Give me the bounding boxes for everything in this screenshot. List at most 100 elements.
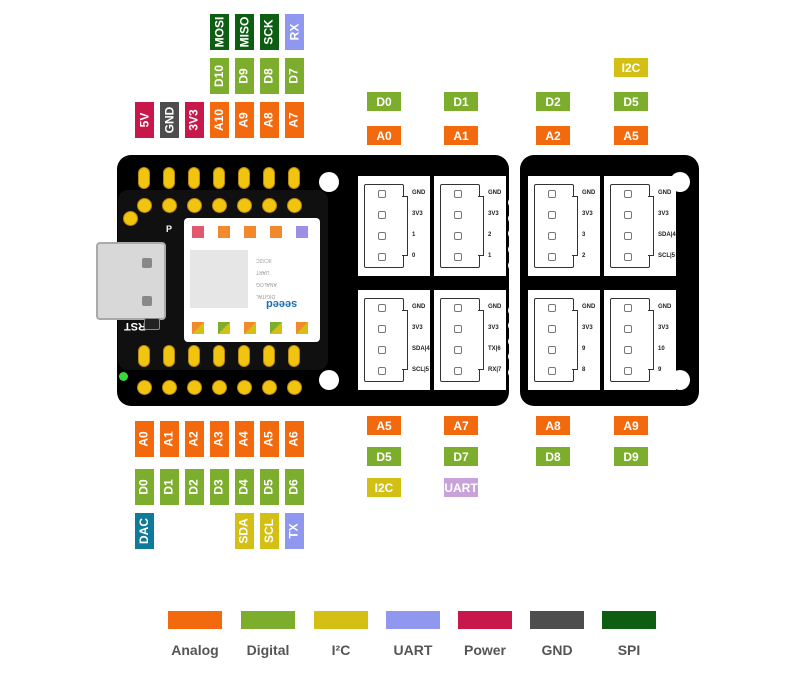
header-pin-bottom <box>188 345 200 367</box>
grove-pad <box>454 232 462 240</box>
pin-label-a10: A10 <box>209 102 229 138</box>
legend-swatch-i-c <box>314 611 368 629</box>
grove-tag-d2: D2 <box>536 92 570 111</box>
grove-tag-d7: D7 <box>444 447 478 466</box>
grove-pin-label: 3V3 <box>658 211 669 217</box>
grove-tag-i2c: I2C <box>367 478 401 497</box>
silk-square <box>192 322 204 334</box>
legend-swatch-spi <box>602 611 656 629</box>
grove-pin-label: GND <box>488 304 502 310</box>
grove-pad <box>454 367 462 375</box>
header-pad-bottom <box>136 380 152 395</box>
grove-latch <box>478 196 484 256</box>
grove-pad <box>378 367 386 375</box>
pin-label-a1: A1 <box>159 421 179 457</box>
power-led <box>123 211 138 226</box>
grove-pad <box>378 304 386 312</box>
grove-pin-label: GND <box>582 190 596 196</box>
pin-label-text: A1 <box>162 431 176 447</box>
pin-label-text: MOSI <box>212 16 227 48</box>
header-pin-top <box>163 167 175 189</box>
pin-label-sck: SCK <box>259 14 279 50</box>
header-pin-top <box>188 167 200 189</box>
bridge-hole <box>508 228 519 239</box>
grove-tag-d1: D1 <box>444 92 478 111</box>
grove-pin-label: 3 <box>582 232 586 238</box>
grove-pad <box>454 346 462 354</box>
rst-label: RST <box>124 320 146 332</box>
pin-label-text: D0 <box>137 479 151 495</box>
header-pin-bottom <box>288 345 300 367</box>
header-pin-top <box>238 167 250 189</box>
legend-swatch-analog <box>168 611 222 629</box>
pin-label-text: D8 <box>262 68 276 84</box>
header-pin-top <box>288 167 300 189</box>
grove-tag-a5: A5 <box>614 126 648 145</box>
pin-label-text: A5 <box>262 431 276 447</box>
grove-pin-label: GND <box>412 304 426 310</box>
pin-label-text: D2 <box>187 479 201 495</box>
legend-label-analog: Analog <box>171 642 219 658</box>
grove-pin-label: 3V3 <box>412 325 423 331</box>
pin-label-text: GND <box>162 106 177 134</box>
grove-pin-label: 3V3 <box>412 211 423 217</box>
pin-label-sda: SDA <box>234 513 254 549</box>
bridge-hole <box>508 351 519 362</box>
grove-pad <box>548 253 556 261</box>
bridge-hole <box>508 213 519 224</box>
status-led <box>119 372 128 381</box>
pin-label-text: SCK <box>262 19 276 45</box>
grove-pad <box>624 325 632 333</box>
pin-label-mosi: MOSI <box>209 14 229 50</box>
pin-label-a3: A3 <box>209 421 229 457</box>
bridge-hole <box>508 244 519 255</box>
silk-text: IIC/I2C <box>256 257 272 263</box>
header-pad-bottom <box>186 380 202 395</box>
header-pad-bottom <box>286 380 302 395</box>
chip-area: DIGITAL ANALOG UART IIC/I2C seeed <box>184 218 320 342</box>
grove-latch <box>648 196 654 256</box>
silk-square-analog <box>218 226 230 238</box>
pin-label-text: D9 <box>237 68 251 84</box>
grove-latch <box>572 310 578 370</box>
grove-latch <box>402 196 408 256</box>
chip <box>190 250 248 308</box>
grove-pad <box>624 190 632 198</box>
grove-tag-d9: D9 <box>614 447 648 466</box>
grove-pin-label: 2 <box>488 232 492 238</box>
silk-square <box>244 322 256 334</box>
pin-label-a7: A7 <box>284 102 304 138</box>
pin-label-miso: MISO <box>234 14 254 50</box>
pin-label-text: A7 <box>287 112 301 128</box>
pin-label-a5: A5 <box>259 421 279 457</box>
grove-tag-a0: A0 <box>367 126 401 145</box>
bridge-hole <box>508 320 519 331</box>
pin-label-d9: D9 <box>234 58 254 94</box>
grove-pad <box>624 253 632 261</box>
grove-latch <box>402 310 408 370</box>
header-pad-bottom <box>211 380 227 395</box>
legend-swatch-power <box>458 611 512 629</box>
grove-pin-label: GND <box>412 190 426 196</box>
grove-pin-label: 3V3 <box>658 325 669 331</box>
silk-square <box>296 322 308 334</box>
grove-pin-label: 9 <box>582 346 586 352</box>
header-pin-bottom <box>138 345 150 367</box>
pin-label-text: A6 <box>287 431 301 447</box>
grove-pad <box>454 325 462 333</box>
bridge-hole <box>508 336 519 347</box>
grove-pin-label: 9 <box>658 367 662 373</box>
grove-pad <box>454 211 462 219</box>
pin-label-5v: 5V <box>134 102 154 138</box>
grove-pad <box>454 304 462 312</box>
legend-swatch-uart <box>386 611 440 629</box>
header-pad-top <box>286 198 302 213</box>
grove-pin-label: TX|6 <box>488 346 501 352</box>
grove-pin-label: 1 <box>488 253 492 259</box>
